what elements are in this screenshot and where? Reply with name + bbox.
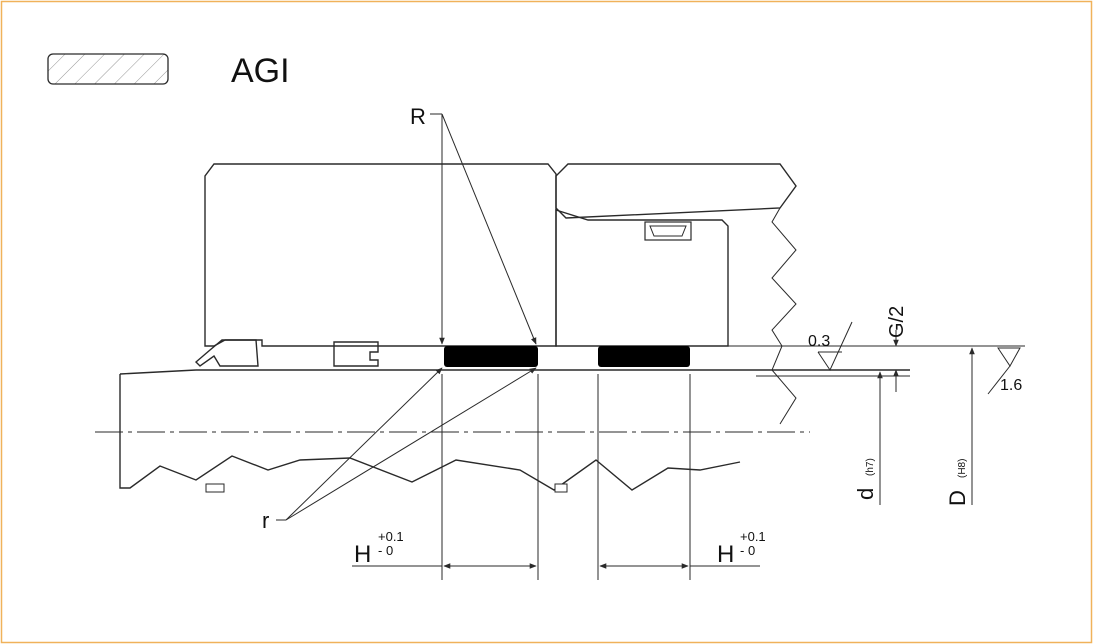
rod-notch-right bbox=[554, 483, 568, 493]
G2-label: G/2 bbox=[886, 306, 908, 338]
dim-H-left: H +0.1 - 0 bbox=[352, 529, 537, 569]
rod-notch-left bbox=[205, 483, 225, 493]
dim-d: d (h7) bbox=[853, 371, 883, 505]
roughness-rod-value: 0.3 bbox=[808, 333, 830, 350]
H-left-tol-minus: - 0 bbox=[378, 543, 393, 558]
d-tol-label: (h7) bbox=[865, 458, 876, 476]
rod-surface bbox=[119, 369, 197, 375]
piston-rod bbox=[119, 374, 741, 491]
H-left-tol-plus: +0.1 bbox=[378, 529, 404, 544]
housing-left bbox=[204, 163, 557, 347]
cover-ring bbox=[555, 163, 797, 219]
oring-profile bbox=[649, 225, 687, 237]
material-legend: AGI bbox=[47, 52, 290, 90]
d-label: d bbox=[853, 488, 878, 500]
R-label: R bbox=[410, 104, 426, 129]
seal-ring-left bbox=[444, 346, 538, 367]
legend-hatch-swatch bbox=[47, 53, 169, 85]
H-left-label: H bbox=[354, 541, 371, 568]
roughness-bore-value: 1.6 bbox=[1000, 377, 1022, 394]
H-right-tol-minus: - 0 bbox=[740, 543, 755, 558]
D-tol-label: (H8) bbox=[957, 459, 968, 478]
roughness-symbol-bore: 1.6 bbox=[987, 347, 1022, 395]
D-label: D bbox=[945, 490, 970, 506]
break-line bbox=[771, 207, 797, 425]
R-leader: R bbox=[410, 104, 537, 345]
dim-H-right: H +0.1 - 0 bbox=[599, 529, 766, 569]
r-label: r bbox=[262, 508, 269, 533]
H-right-label: H bbox=[717, 541, 734, 568]
housing-right bbox=[555, 209, 729, 347]
dim-D: D (H8) bbox=[945, 347, 975, 506]
guide-ring bbox=[333, 341, 379, 367]
wiper-seal bbox=[194, 339, 259, 367]
roughness-symbol-rod: 0.3 bbox=[808, 321, 853, 372]
dim-G2: G/2 bbox=[886, 306, 908, 392]
H-right-tol-plus: +0.1 bbox=[740, 529, 766, 544]
seal-ring-right bbox=[598, 346, 690, 367]
r-leader: r bbox=[262, 367, 537, 533]
legend-material-label: AGI bbox=[231, 52, 290, 90]
